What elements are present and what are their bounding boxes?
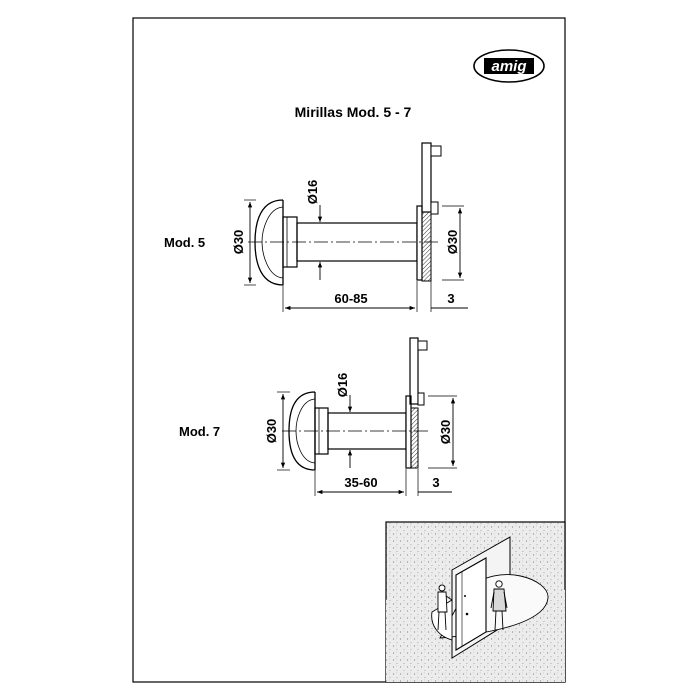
mod5-length: 60-85 (334, 291, 367, 306)
door-scene-illustration (385, 521, 566, 683)
mod7-flange-diameter: Ø30 (438, 420, 453, 445)
mod7-tube-diameter: Ø16 (335, 373, 350, 398)
logo-text: amig (491, 58, 526, 75)
mod7-drawing (277, 337, 457, 496)
mod5-drawing (244, 142, 468, 312)
drawing-title: Mirillas Mod. 5 - 7 (295, 104, 412, 120)
mod7-length: 35-60 (344, 475, 377, 490)
mod5-flange-thickness: 3 (447, 291, 454, 306)
mod5-tube-diameter: Ø16 (305, 180, 320, 205)
mod7-head-diameter: Ø30 (264, 419, 279, 444)
mod7-flange-thickness: 3 (432, 475, 439, 490)
mod5-head-diameter: Ø30 (231, 230, 246, 255)
mod7-label: Mod. 7 (179, 424, 220, 439)
mod5-label: Mod. 5 (164, 235, 205, 250)
mod5-flange-diameter: Ø30 (445, 230, 460, 255)
amig-logo: amig (473, 49, 545, 83)
